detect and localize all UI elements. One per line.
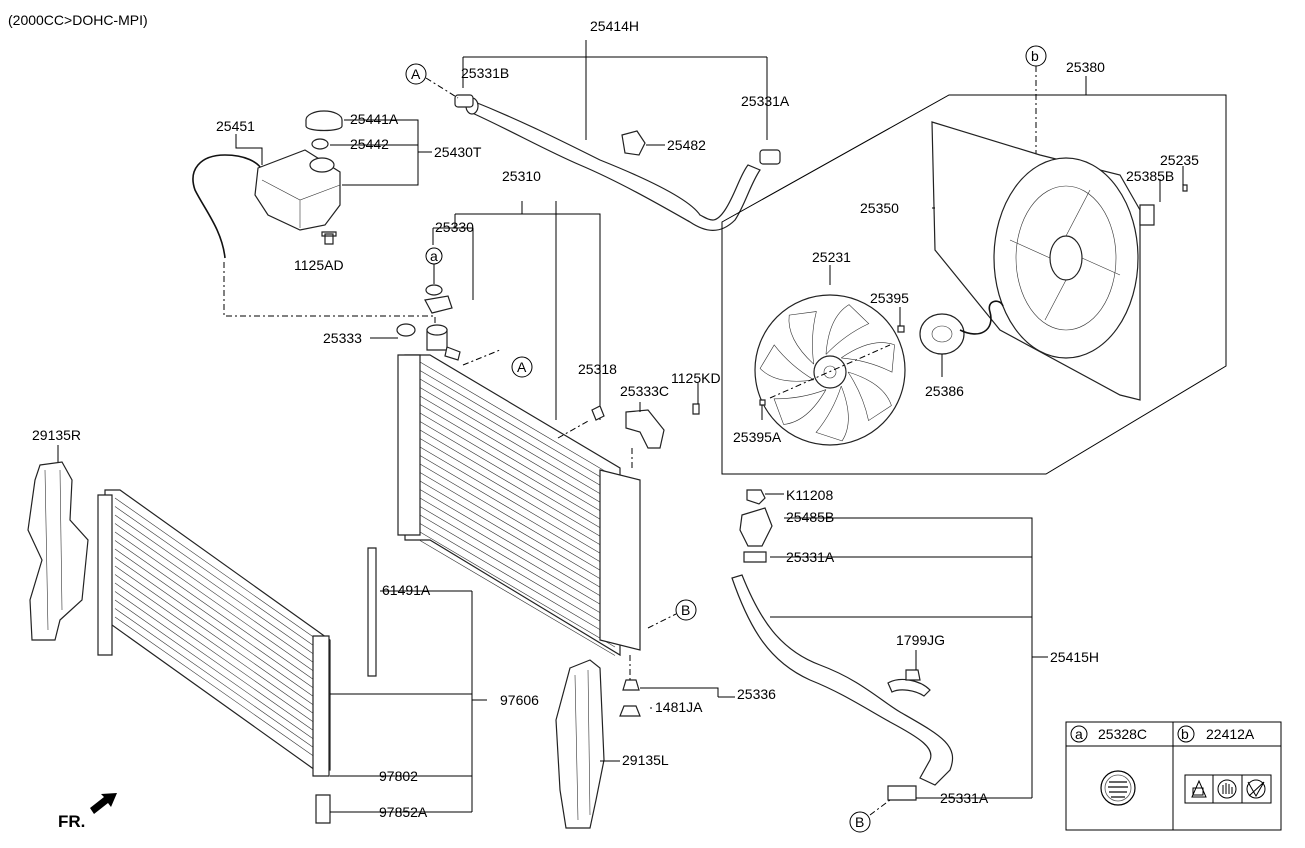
air-guard-29135r	[27, 461, 89, 641]
label-29135L: 29135L	[622, 752, 669, 768]
label-25336: 25336	[737, 686, 776, 702]
label-25331B: 25331B	[461, 65, 509, 81]
svg-text:B: B	[681, 602, 690, 618]
fan-motor	[919, 313, 965, 355]
label-25414H: 25414H	[590, 18, 639, 34]
screw-25235	[1182, 184, 1188, 192]
radiator-core	[404, 354, 621, 657]
engine-note: (2000CC>DOHC-MPI)	[8, 12, 148, 28]
screw-25395	[897, 325, 905, 333]
hose-clip-25482	[621, 130, 646, 156]
label-25333: 25333	[323, 330, 362, 346]
svg-text:A: A	[517, 359, 527, 375]
label-97606: 97606	[500, 692, 539, 708]
cap-gasket	[311, 138, 329, 150]
legend-table: a 25328C b 22412A	[1065, 721, 1282, 831]
label-25231: 25231	[812, 249, 851, 265]
upper-radiator-hose	[469, 99, 761, 231]
label-25318: 25318	[578, 361, 617, 377]
marker-a-mid: A	[511, 356, 533, 378]
svg-text:b: b	[1031, 48, 1039, 64]
lower-hose-group	[731, 489, 1048, 816]
bolt-1481ja	[619, 705, 641, 717]
dryer-97852a	[315, 794, 331, 824]
label-1125AD: 1125AD	[294, 257, 344, 273]
bolt-1125ad	[321, 231, 337, 245]
label-29135R: 29135R	[32, 427, 81, 443]
label-97802: 97802	[379, 768, 418, 784]
label-25482: 25482	[667, 137, 706, 153]
front-arrow-icon	[90, 793, 117, 814]
seal-61491a	[367, 547, 377, 677]
lower-radiator-hose	[731, 574, 954, 786]
label-25442: 25442	[350, 136, 389, 152]
marker-a-top: A	[405, 63, 459, 99]
fr-label: FR.	[58, 812, 85, 831]
label-1481JA: 1481JA	[655, 699, 703, 715]
marker-b-mid: B	[647, 599, 697, 629]
label-25350: 25350	[860, 200, 899, 216]
label-97852A: 97852A	[379, 804, 428, 820]
fan-assembly-group: b	[721, 45, 1227, 475]
label-25386: 25386	[925, 383, 964, 399]
label-61491A: 61491A	[382, 582, 431, 598]
fan-box-outline	[721, 94, 1227, 475]
warning-label-icon	[1184, 774, 1272, 804]
label-25330: 25330	[435, 219, 474, 235]
label-25451: 25451	[216, 118, 255, 134]
svg-text:A: A	[411, 66, 421, 82]
label-25485B: 25485B	[786, 509, 834, 525]
legend-b-key: b	[1181, 726, 1189, 742]
label-25331A-mid: 25331A	[786, 549, 835, 565]
insulator-25336	[622, 679, 640, 691]
label-25333C: 25333C	[620, 383, 669, 399]
label-1799JG: 1799JG	[896, 632, 945, 648]
plug-25318	[591, 405, 605, 421]
drain-cap-25333	[396, 323, 416, 337]
label-25380: 25380	[1066, 59, 1105, 75]
legend-a-key: a	[1075, 726, 1083, 742]
label-25395A: 25395A	[733, 429, 782, 445]
condenser-group	[97, 489, 487, 824]
label-1125KD: 1125KD	[671, 370, 721, 386]
clamp-25331a-bot	[887, 785, 917, 801]
marker-b-bottom: B	[849, 811, 871, 833]
label-25331A-bot: 25331A	[940, 790, 989, 806]
label-25331A-top: 25331A	[741, 93, 790, 109]
hose-clamp-25331b	[454, 94, 474, 108]
svg-text:B: B	[855, 814, 864, 830]
upper-hose-group	[454, 40, 781, 231]
caution-label-icon	[1100, 770, 1136, 806]
pipe-25485b	[739, 507, 773, 547]
connector-k11208	[746, 489, 766, 505]
label-25441A: 25441A	[350, 111, 399, 127]
front-direction-indicator: FR.	[58, 793, 117, 831]
legend-b-part: 22412A	[1206, 726, 1255, 742]
air-guard-29135l	[555, 659, 605, 829]
air-guard-l-group	[555, 659, 620, 829]
tie-1799jg	[887, 678, 931, 697]
radiator-group: a	[396, 201, 735, 717]
reservoir-group	[192, 110, 432, 259]
label-25235: 25235	[1160, 152, 1199, 168]
clamp-25331a-mid	[743, 551, 767, 563]
label-25395: 25395	[870, 290, 909, 306]
air-guard-r-group	[27, 445, 89, 641]
label-K11208: K11208	[786, 487, 833, 503]
screw-25395a	[759, 399, 766, 406]
legend-a-part: 25328C	[1098, 726, 1147, 742]
bracket-25333c	[625, 409, 665, 449]
connector-25385b	[1139, 204, 1155, 226]
svg-text:a: a	[430, 248, 438, 264]
bolt-1125kd	[692, 403, 700, 415]
label-25415H: 25415H	[1050, 649, 1099, 665]
hose-clamp-25331a-top	[759, 149, 781, 165]
label-25430T: 25430T	[434, 144, 482, 160]
label-25385B: 25385B	[1126, 168, 1174, 184]
label-25310: 25310	[502, 168, 541, 184]
